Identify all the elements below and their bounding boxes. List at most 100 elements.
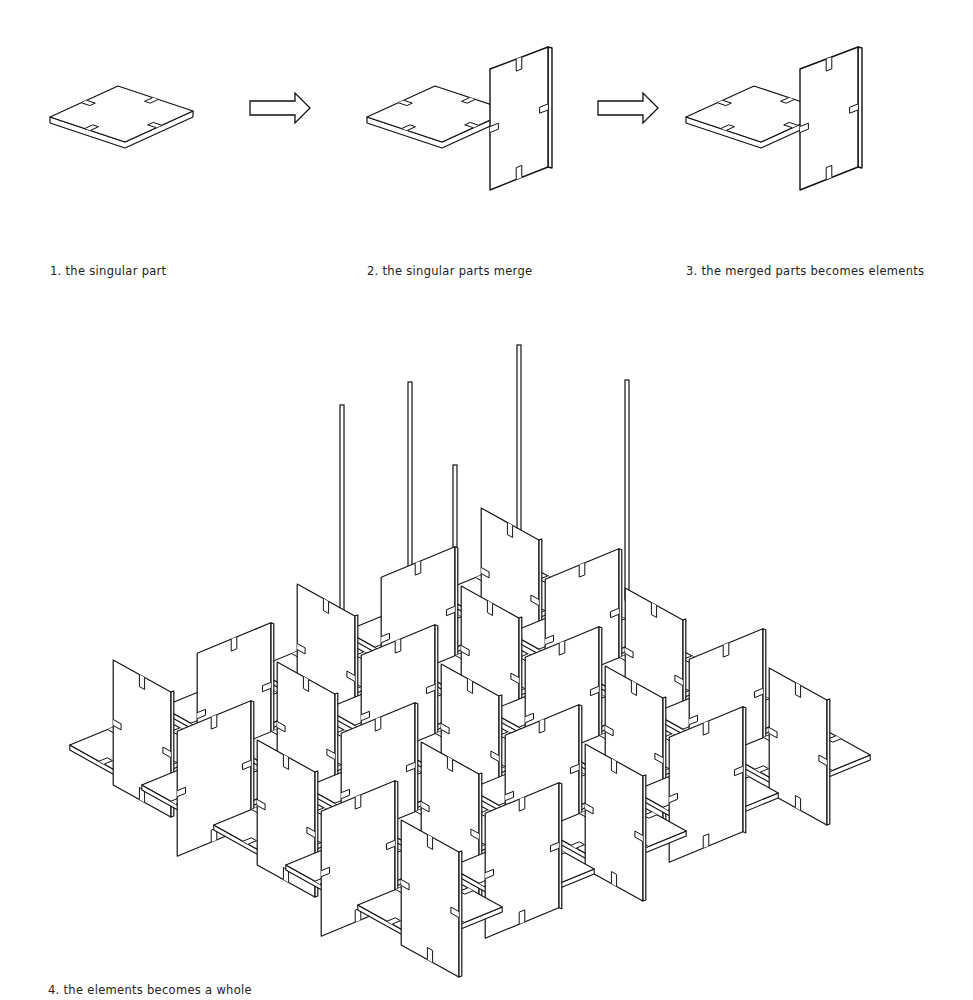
slot xyxy=(145,98,159,104)
slot xyxy=(421,802,429,812)
rod xyxy=(625,380,629,600)
slot xyxy=(387,840,395,849)
slot xyxy=(277,722,285,732)
slot xyxy=(551,842,559,851)
slot xyxy=(99,758,113,764)
slot xyxy=(784,122,798,127)
slot xyxy=(721,125,735,131)
slot xyxy=(611,872,616,887)
slot xyxy=(231,637,237,651)
slot xyxy=(85,125,99,131)
slot xyxy=(826,57,832,71)
slot xyxy=(819,755,827,765)
slot xyxy=(769,728,777,738)
slot xyxy=(375,717,381,731)
slot xyxy=(605,726,613,736)
slot xyxy=(297,644,305,654)
slot xyxy=(531,595,539,605)
slot xyxy=(519,910,525,924)
slot xyxy=(441,724,449,734)
slot xyxy=(490,123,498,132)
slot xyxy=(655,753,663,763)
panel xyxy=(490,47,548,190)
slot xyxy=(283,755,288,770)
slot xyxy=(415,561,421,575)
panel xyxy=(769,668,827,825)
slot xyxy=(465,122,479,127)
slot xyxy=(781,98,795,104)
slot xyxy=(755,688,763,697)
slot xyxy=(703,721,709,735)
slot xyxy=(197,709,205,718)
slot xyxy=(571,764,579,773)
slot xyxy=(795,796,800,811)
slot xyxy=(263,682,271,691)
slot xyxy=(491,751,499,761)
process-arrow xyxy=(250,93,310,123)
slot xyxy=(516,57,522,71)
slot xyxy=(355,795,361,809)
slot xyxy=(447,606,455,615)
slot xyxy=(462,98,476,104)
slot xyxy=(471,829,479,839)
slot xyxy=(467,679,472,694)
slot xyxy=(307,827,315,837)
slot xyxy=(689,715,697,724)
slot xyxy=(163,747,171,757)
slot xyxy=(611,608,619,617)
slot xyxy=(635,831,643,841)
slot xyxy=(651,603,656,618)
slot xyxy=(341,789,349,798)
slot xyxy=(545,635,553,644)
slot xyxy=(511,673,519,683)
slot xyxy=(321,867,329,876)
part-drawings xyxy=(50,47,862,190)
slot xyxy=(723,643,729,657)
slot xyxy=(113,720,121,730)
step-caption: 2. the singular parts merge xyxy=(367,265,532,279)
slot xyxy=(585,804,593,814)
slot xyxy=(387,918,401,924)
rod xyxy=(340,405,344,640)
panel xyxy=(401,820,459,977)
slot xyxy=(559,641,565,655)
slot xyxy=(427,684,435,693)
slot xyxy=(427,835,432,850)
slot xyxy=(139,675,144,690)
slot xyxy=(669,793,677,802)
slot xyxy=(243,838,257,844)
slot xyxy=(398,100,412,105)
step-caption: 4. the elements becomes a whole xyxy=(48,984,252,998)
slot xyxy=(323,599,328,614)
slot xyxy=(591,686,599,695)
step-caption: 1. the singular part xyxy=(50,265,166,279)
slot xyxy=(243,760,251,769)
slot xyxy=(717,100,731,105)
panel xyxy=(800,47,858,190)
slot xyxy=(401,880,409,890)
slot xyxy=(461,646,469,656)
slot xyxy=(485,869,493,878)
slot xyxy=(703,834,709,848)
slot xyxy=(850,104,858,113)
slot xyxy=(81,100,95,105)
slot xyxy=(347,671,355,681)
slot xyxy=(571,842,585,848)
slot xyxy=(303,677,308,692)
slot xyxy=(487,601,492,616)
panel xyxy=(585,744,643,901)
slot xyxy=(800,123,808,132)
plate xyxy=(50,86,193,142)
slot xyxy=(211,715,217,729)
slot xyxy=(631,681,636,696)
slot xyxy=(381,633,389,642)
slot xyxy=(451,907,459,917)
slot xyxy=(579,563,585,577)
slot xyxy=(507,523,512,538)
assembly-drawing xyxy=(70,508,870,977)
slot xyxy=(327,749,335,759)
slot xyxy=(395,639,401,653)
slot xyxy=(516,165,522,179)
slot xyxy=(402,125,416,131)
